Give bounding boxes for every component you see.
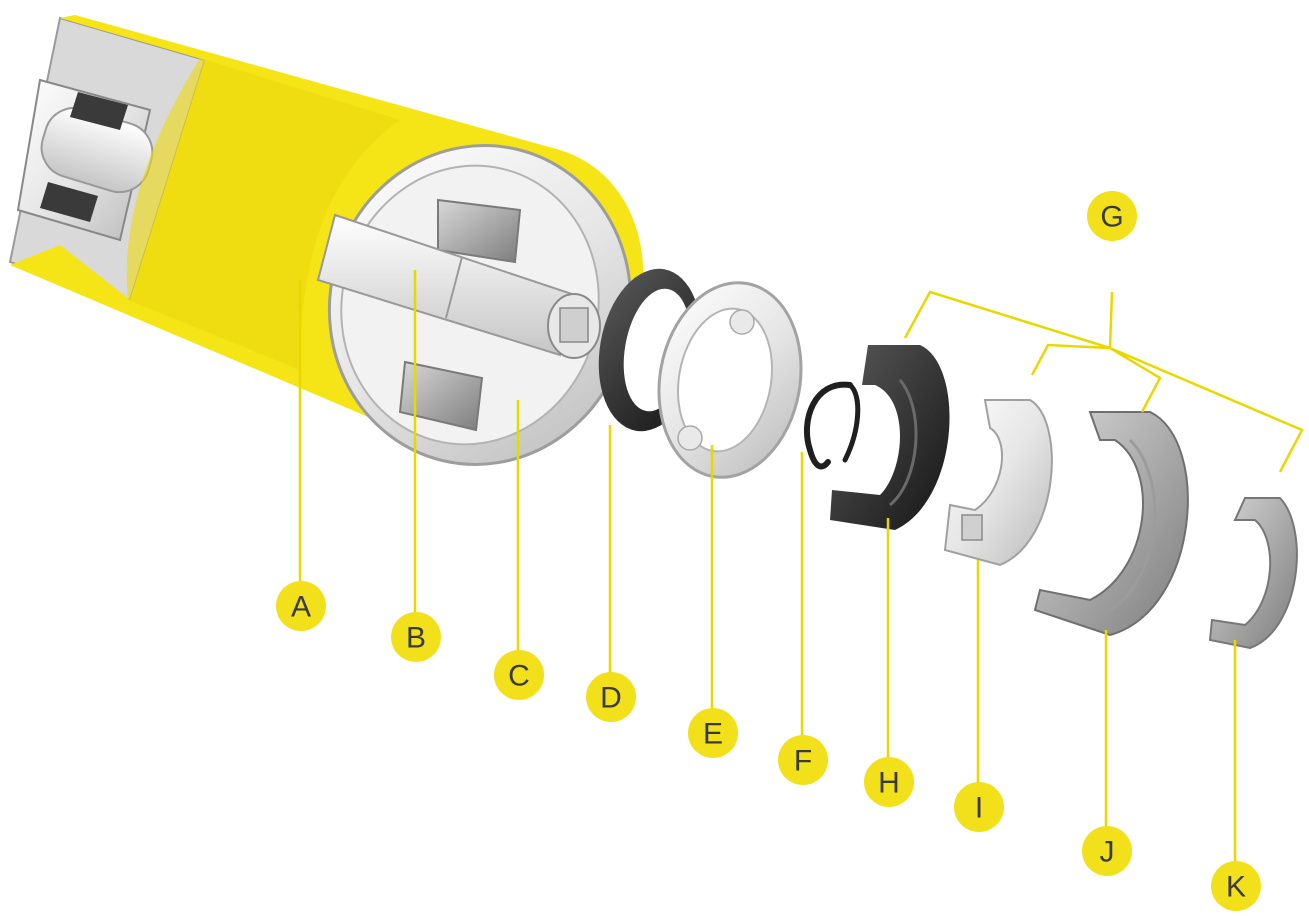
callout-g: G (1087, 191, 1137, 241)
labyrinth-seal-body (830, 345, 950, 530)
circlip-ring (807, 385, 850, 467)
grey-labyrinth-body (1035, 412, 1188, 635)
white-labyrinth-slot (962, 515, 982, 540)
callout-k: K (1211, 861, 1261, 911)
callout-d-label: D (600, 682, 622, 715)
shaft-flat (560, 308, 588, 342)
callout-i: I (954, 782, 1004, 832)
callout-a-label: A (291, 591, 311, 624)
callout-b: B (391, 612, 441, 662)
callout-g-label: G (1100, 201, 1123, 234)
labyrinth-seal (830, 345, 950, 530)
group-g-bracket (905, 292, 1302, 472)
bearing-ball-top (730, 310, 754, 334)
callout-e: E (688, 708, 738, 758)
group-g-bracket-line (905, 292, 1302, 472)
outer-cap-body (1210, 498, 1297, 648)
callout-j: J (1082, 826, 1132, 876)
callout-c-label: C (508, 660, 530, 693)
circlip (807, 385, 858, 467)
circlip-ring-arc (845, 385, 858, 460)
callout-j-label: J (1100, 836, 1115, 869)
white-labyrinth (945, 400, 1052, 565)
callout-k-label: K (1226, 871, 1246, 904)
white-labyrinth-body (945, 400, 1052, 565)
callout-f: F (778, 735, 828, 785)
callout-f-label: F (794, 745, 812, 778)
callout-d: D (586, 672, 636, 722)
bearing-ball-bottom (678, 426, 702, 450)
callout-c: C (494, 650, 544, 700)
callout-h-label: H (878, 767, 900, 800)
callout-a: A (276, 581, 326, 631)
outer-cap (1210, 498, 1297, 648)
callout-i-label: I (975, 792, 983, 825)
callout-b-label: B (406, 622, 426, 655)
callout-e-label: E (703, 718, 723, 751)
callout-h: H (864, 757, 914, 807)
grey-labyrinth (1035, 412, 1188, 635)
